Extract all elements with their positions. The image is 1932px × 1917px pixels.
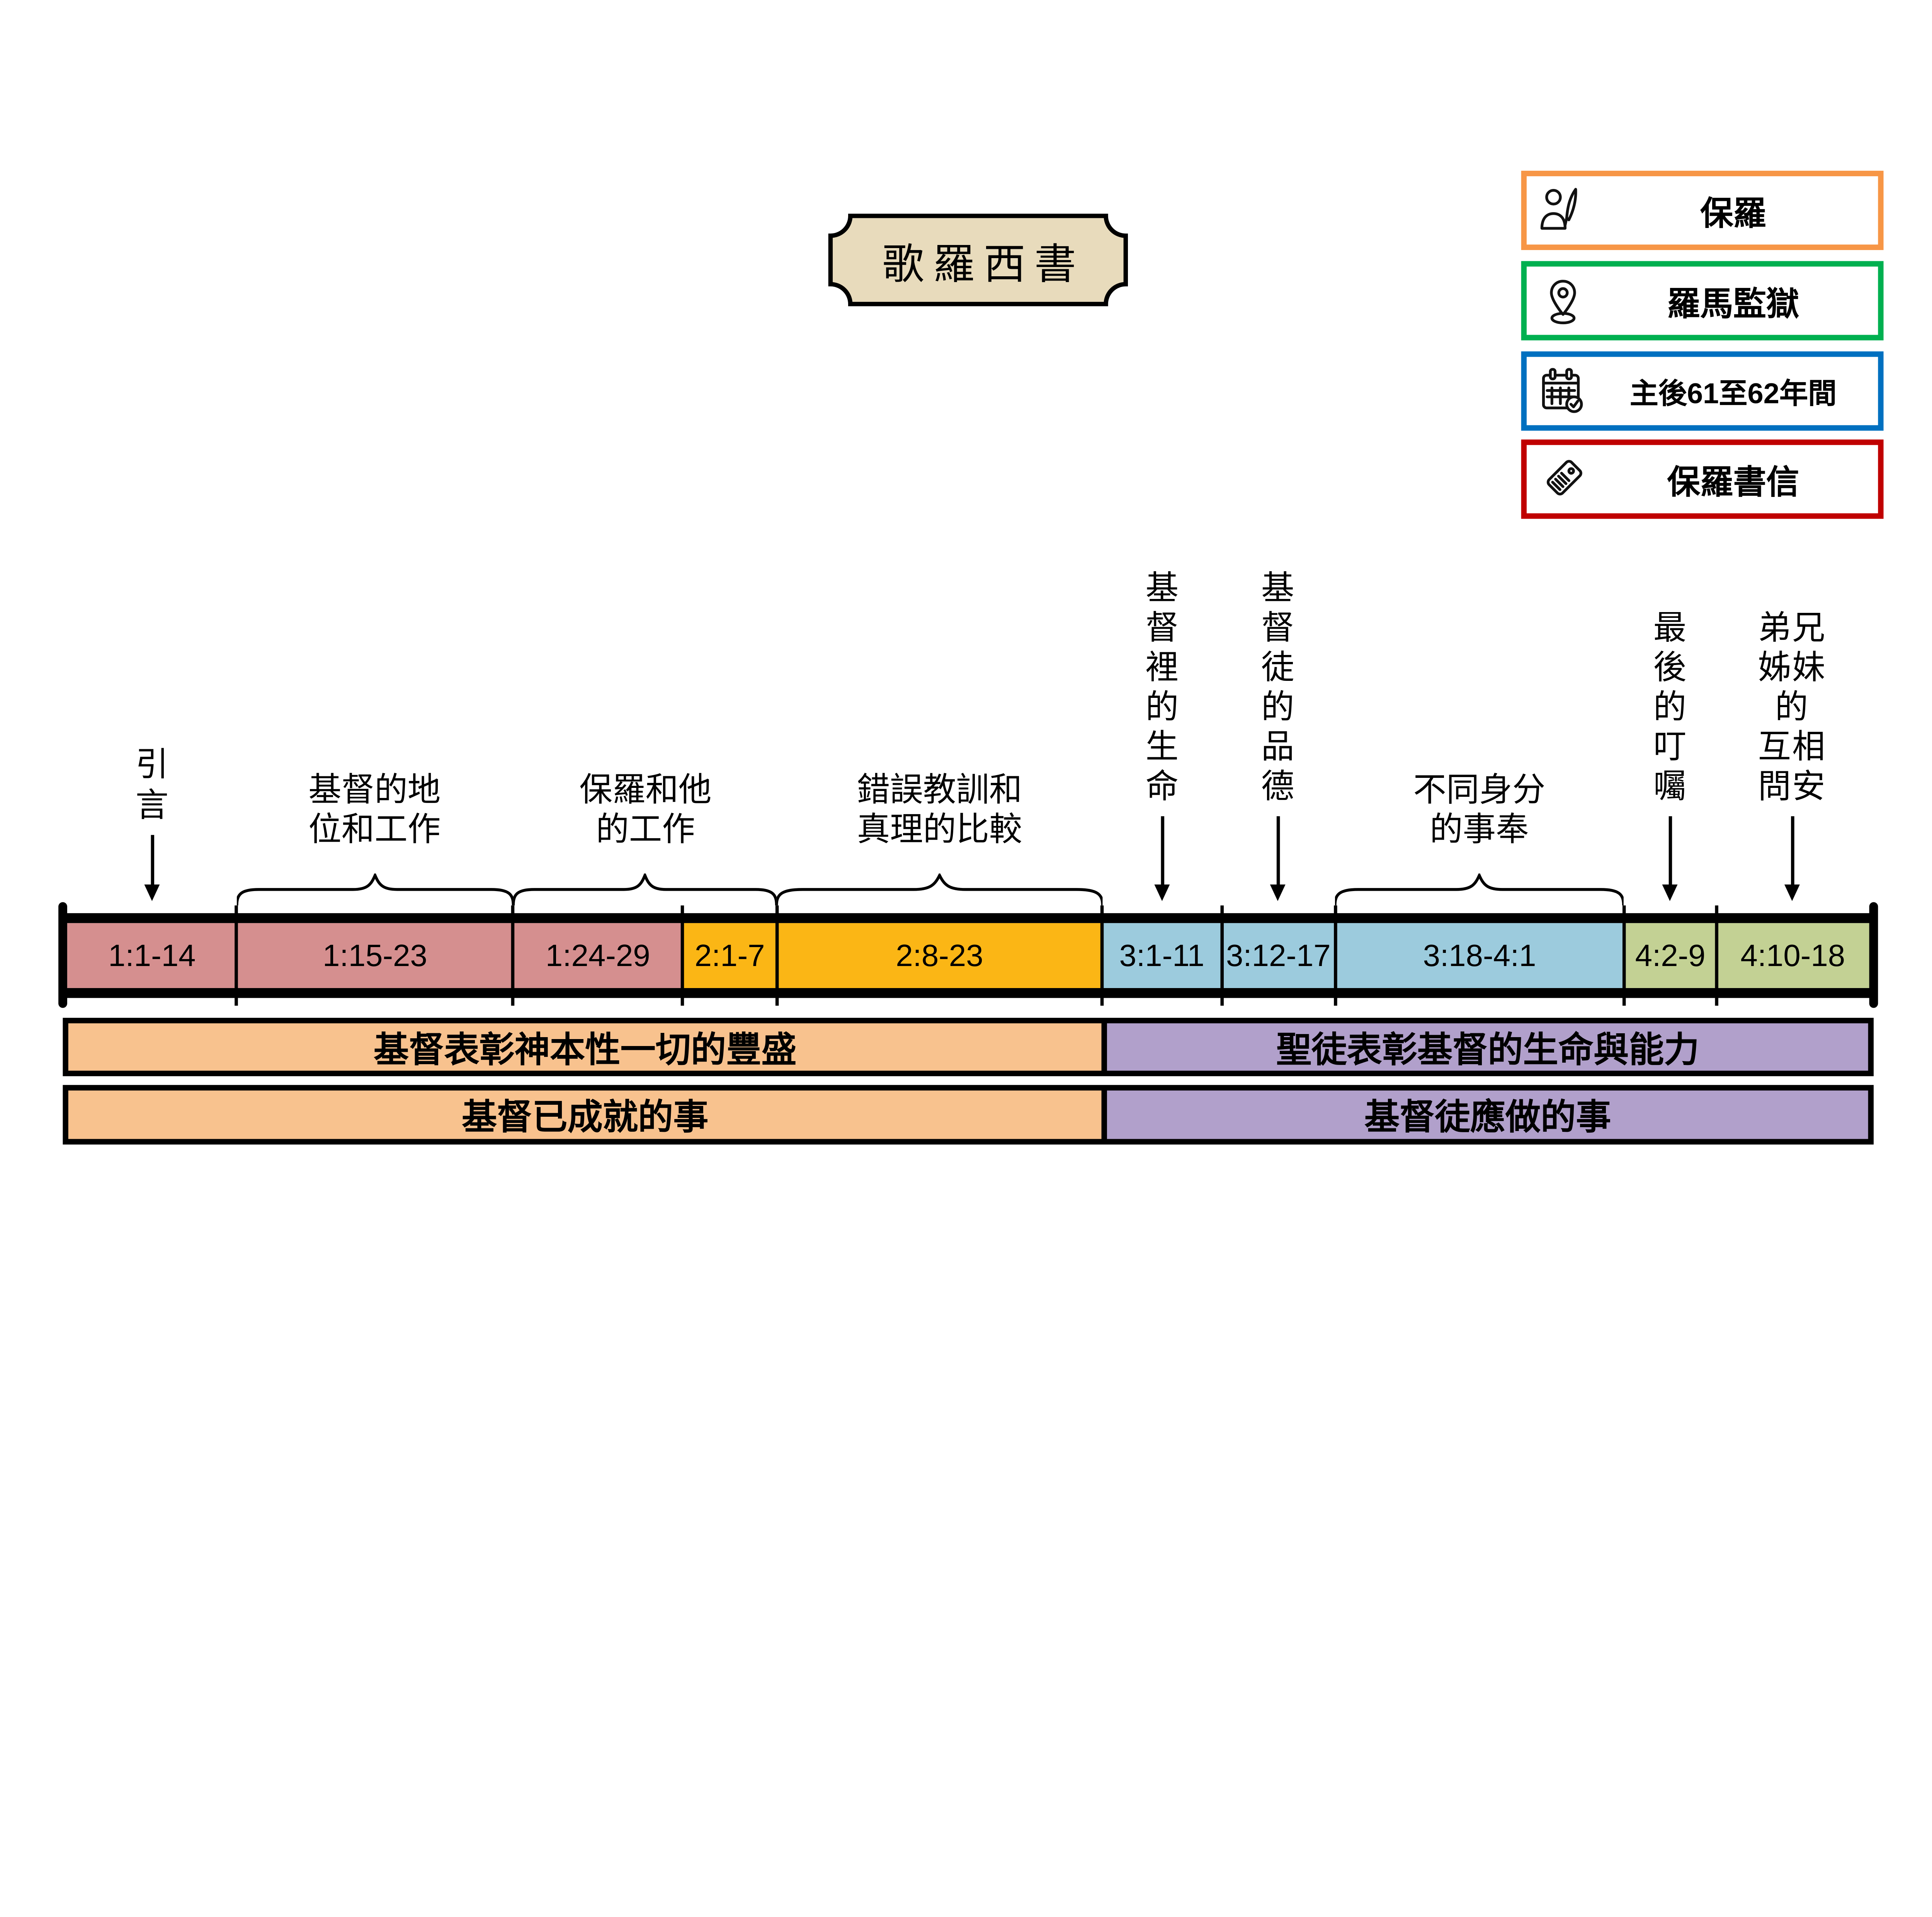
- down-arrow-intro: [150, 835, 154, 886]
- arrow-label-life-in-christ: 基 督 裡 的 生 命: [1145, 570, 1179, 805]
- segment-3-1-11: 3:1-11: [1102, 923, 1222, 988]
- segment-divider: [681, 905, 684, 1006]
- down-arrow-greetings: [1790, 816, 1794, 886]
- legend-label-date: 主後61至62年間: [1629, 376, 1837, 410]
- brace-service: [1335, 874, 1624, 906]
- summary-cell-christ-accomplished: 基督已成就的事: [68, 1090, 1102, 1139]
- segment-divider: [1622, 905, 1626, 1006]
- tag-icon: [1537, 454, 1588, 504]
- colossians-overview-diagram: 歌羅西書 保羅 羅馬監獄: [58, 170, 1884, 1145]
- summary-row-application: 基督已成就的事 基督徒應做的事: [63, 1085, 1874, 1145]
- segment-1-15-23: 1:15-23: [236, 923, 514, 988]
- down-arrowhead-intro: [144, 885, 160, 901]
- timeline-left-cap: [58, 902, 67, 1008]
- summary-cell-christian-duty: 基督徒應做的事: [1107, 1090, 1868, 1139]
- calendar-check-icon: [1537, 366, 1588, 416]
- segment-divider: [1220, 905, 1224, 1006]
- segment-4-10-18: 4:10-18: [1716, 923, 1869, 988]
- arrow-label-christian-virtue: 基 督 徒 的 品 德: [1261, 570, 1294, 805]
- brace-label-paul-work: 保羅和他 的工作: [579, 772, 712, 848]
- timeline-bar: 1:1-14 1:15-23 1:24-29 2:1-7 2:8-23 3:1-…: [67, 905, 1869, 1006]
- legend-item-place: 羅馬監獄: [1521, 261, 1884, 340]
- down-arrow-life: [1160, 816, 1164, 886]
- timeline-right-cap: [1869, 902, 1878, 1008]
- legend-item-genre: 保羅書信: [1521, 439, 1884, 519]
- legend-label-author: 保羅: [1700, 196, 1766, 233]
- brace-label-false-teaching: 錯誤教訓和 真理的比較: [857, 772, 1022, 848]
- segment-divider: [511, 905, 515, 1006]
- plaque-shape-icon: [828, 214, 1128, 306]
- brace-label-christ-position: 基督的地 位和工作: [308, 772, 441, 848]
- segment-1-1-14: 1:1-14: [67, 923, 237, 988]
- summary-cell-saints-life: 聖徒表彰基督的生命與能力: [1107, 1023, 1868, 1071]
- summary-divider: [1102, 1090, 1107, 1139]
- brace-christ-position: [237, 874, 514, 906]
- down-arrow-virtue: [1276, 816, 1280, 886]
- summary-divider: [1102, 1023, 1107, 1071]
- summary-cell-christ-fullness: 基督表彰神本性一切的豐盛: [68, 1023, 1102, 1071]
- segment-divider: [775, 905, 779, 1006]
- segment-divider: [1715, 905, 1718, 1006]
- legend-label-genre: 保羅書信: [1667, 464, 1799, 502]
- title-plaque: 歌羅西書: [827, 213, 1129, 307]
- segment-4-2-9: 4:2-9: [1624, 923, 1717, 988]
- segment-3-12-17: 3:12-17: [1221, 923, 1335, 988]
- timeline-top-border: [63, 913, 1874, 923]
- segment-divider: [1333, 905, 1337, 1006]
- page-title: 歌羅西書: [882, 242, 1085, 288]
- arrow-label-greetings: 弟兄 姊妹 的 互相 問安: [1758, 610, 1827, 805]
- summary-row-theme: 基督表彰神本性一切的豐盛 聖徒表彰基督的生命與能力: [63, 1017, 1874, 1077]
- down-arrowhead-life: [1154, 885, 1170, 901]
- down-arrowhead-virtue: [1270, 885, 1286, 901]
- down-arrowhead-exhortation: [1662, 885, 1678, 901]
- down-arrowhead-greetings: [1784, 885, 1800, 901]
- brace-label-service: 不同身分 的事奉: [1413, 772, 1546, 848]
- segment-2-1-7: 2:1-7: [682, 923, 777, 988]
- legend-label-place: 羅馬監獄: [1667, 286, 1799, 323]
- segment-1-24-29: 1:24-29: [513, 923, 683, 988]
- down-arrow-exhortation: [1668, 816, 1672, 886]
- legend-item-date: 主後61至62年間: [1521, 351, 1884, 431]
- segment-3-18-4-1: 3:18-4:1: [1335, 923, 1624, 988]
- segment-2-8-23: 2:8-23: [777, 923, 1102, 988]
- timeline-bottom-border: [63, 988, 1874, 998]
- segment-divider: [235, 905, 238, 1006]
- brace-paul-work: [513, 874, 776, 906]
- arrow-label-intro: 引 言: [135, 747, 169, 824]
- arrow-label-final-exhortation: 最 後 的 叮 囑: [1653, 610, 1687, 805]
- writer-icon: [1537, 185, 1588, 236]
- legend-item-author: 保羅: [1521, 170, 1884, 250]
- brace-false-teaching: [777, 874, 1103, 906]
- location-pin-icon: [1537, 276, 1588, 326]
- segment-divider: [1100, 905, 1104, 1006]
